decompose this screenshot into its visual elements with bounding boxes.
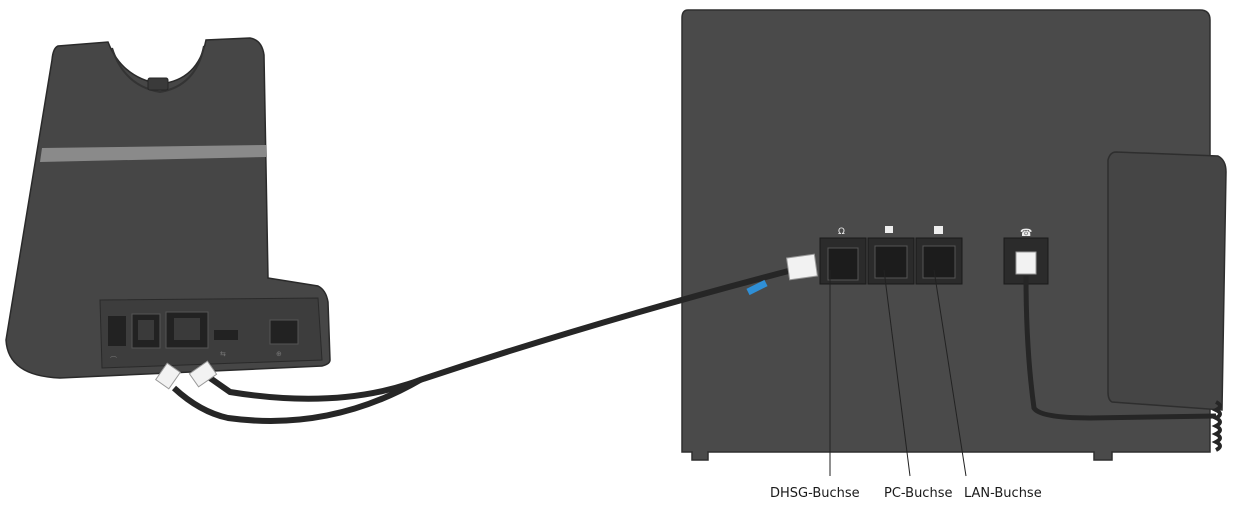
pc-callout-line bbox=[883, 269, 911, 477]
base-connector-2 bbox=[155, 362, 181, 390]
lan-callout-line bbox=[933, 269, 967, 477]
lan-label: LAN-Buchse bbox=[964, 486, 1042, 501]
power-icon: ⊕ bbox=[276, 350, 282, 358]
dhsg-label: DHSG-Buchse bbox=[770, 486, 860, 501]
base-port-3-inner bbox=[174, 318, 200, 340]
pc-label: PC-Buchse bbox=[884, 486, 952, 501]
phone-handset-bay bbox=[1107, 151, 1227, 411]
base-port-glyph-1: ⌒ bbox=[110, 356, 117, 364]
cradle-edge bbox=[111, 45, 205, 94]
base-usb-port bbox=[214, 330, 238, 340]
usb-icon: ⇆ bbox=[220, 350, 226, 358]
phone-body bbox=[681, 9, 1211, 461]
cable-marker bbox=[746, 279, 768, 296]
headset-icon: Ω bbox=[838, 227, 845, 237]
computer-icon bbox=[885, 226, 893, 233]
handset-cord bbox=[1023, 275, 1217, 421]
network-icon bbox=[934, 226, 943, 234]
cables bbox=[155, 253, 1222, 452]
base-power-port bbox=[269, 319, 299, 345]
base-port-1 bbox=[108, 316, 126, 346]
base-stripe bbox=[40, 145, 266, 162]
dhsg-port: Ω bbox=[819, 227, 867, 285]
handset-port-connector bbox=[1015, 251, 1037, 275]
pc-port-jack bbox=[874, 245, 908, 279]
headset-base: ⌒ ⇆ ⊕ bbox=[5, 37, 331, 379]
dhsg-connector bbox=[786, 253, 818, 281]
base-port-2-inner bbox=[138, 320, 154, 340]
dhsg-port-jack bbox=[827, 247, 859, 281]
lan-port bbox=[915, 226, 963, 285]
handset-icon: ☎ bbox=[1020, 228, 1032, 239]
lan-port-jack bbox=[922, 245, 956, 279]
second-cable bbox=[171, 377, 422, 424]
desk-phone: Ω ☎ bbox=[681, 9, 1227, 461]
handset-cord-coil bbox=[1211, 400, 1222, 452]
pc-port bbox=[867, 226, 915, 285]
callouts: DHSG-Buchse PC-Buchse LAN-Buchse bbox=[770, 269, 1042, 501]
base-connector-1 bbox=[188, 360, 218, 388]
cradle-clip bbox=[147, 77, 169, 91]
dhsg-cable bbox=[208, 265, 801, 402]
